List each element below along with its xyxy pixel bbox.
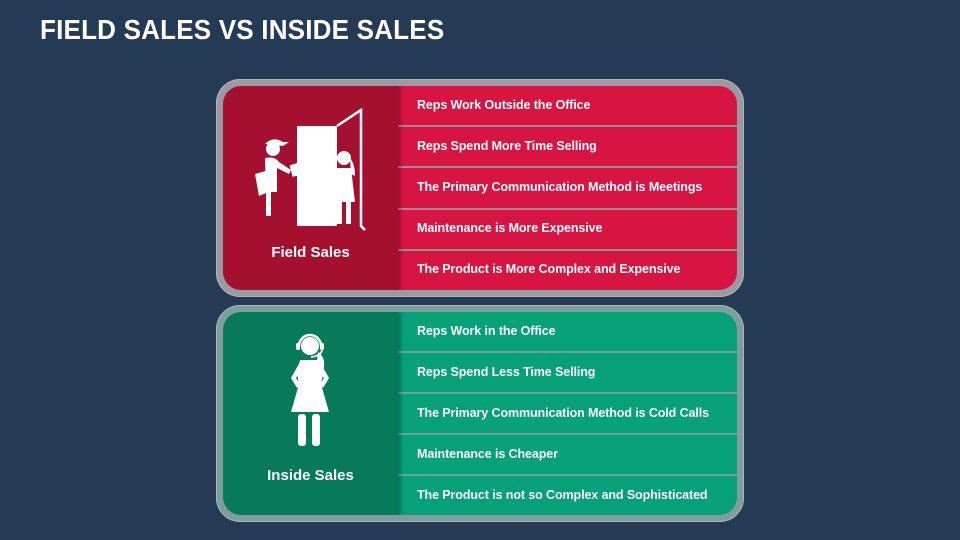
inside-sales-panel: Inside Sales Reps Work in the Office Rep… (216, 305, 744, 522)
inside-sales-panel-inner: Inside Sales Reps Work in the Office Rep… (223, 312, 737, 515)
list-item: The Primary Communication Method is Cold… (398, 392, 737, 433)
list-item: The Product is More Complex and Expensiv… (398, 248, 737, 290)
inside-sales-header: Inside Sales (223, 312, 398, 515)
list-item: The Product is not so Complex and Sophis… (398, 474, 737, 515)
list-item: The Primary Communication Method is Meet… (398, 166, 737, 208)
list-item: Maintenance is Cheaper (398, 433, 737, 474)
list-item-text: Maintenance is More Expensive (417, 221, 603, 236)
list-item-text: The Product is More Complex and Expensiv… (417, 262, 681, 277)
list-item-text: Reps Spend Less Time Selling (417, 364, 596, 379)
field-sales-panel-inner: Field Sales Reps Work Outside the Office… (223, 86, 737, 290)
headset-agent-icon (291, 333, 329, 446)
list-item-text: Reps Spend More Time Selling (417, 138, 597, 153)
list-item-text: The Primary Communication Method is Cold… (417, 405, 709, 420)
list-item: Reps Spend More Time Selling (398, 125, 737, 167)
field-sales-header: Field Sales (223, 86, 398, 290)
field-sales-panel: Field Sales Reps Work Outside the Office… (216, 79, 744, 297)
door-to-door-salesman-icon (255, 107, 366, 231)
list-item-text: Reps Work in the Office (417, 323, 556, 338)
page-title: FIELD SALES VS INSIDE SALES (40, 14, 445, 45)
list-item: Maintenance is More Expensive (398, 207, 737, 249)
list-item-text: Maintenance is Cheaper (417, 446, 558, 461)
list-item: Reps Work in the Office (398, 312, 737, 351)
inside-sales-label: Inside Sales (267, 467, 354, 484)
list-item-text: The Primary Communication Method is Meet… (417, 180, 703, 194)
list-item: Reps Spend Less Time Selling (398, 351, 737, 392)
field-sales-list: Reps Work Outside the Office Reps Spend … (398, 86, 737, 290)
list-item: Reps Work Outside the Office (398, 86, 737, 126)
inside-sales-list: Reps Work in the Office Reps Spend Less … (398, 312, 737, 515)
list-item-text: The Product is not so Complex and Sophis… (417, 487, 708, 502)
field-sales-label: Field Sales (271, 244, 350, 261)
list-item-text: Reps Work Outside the Office (417, 97, 591, 112)
